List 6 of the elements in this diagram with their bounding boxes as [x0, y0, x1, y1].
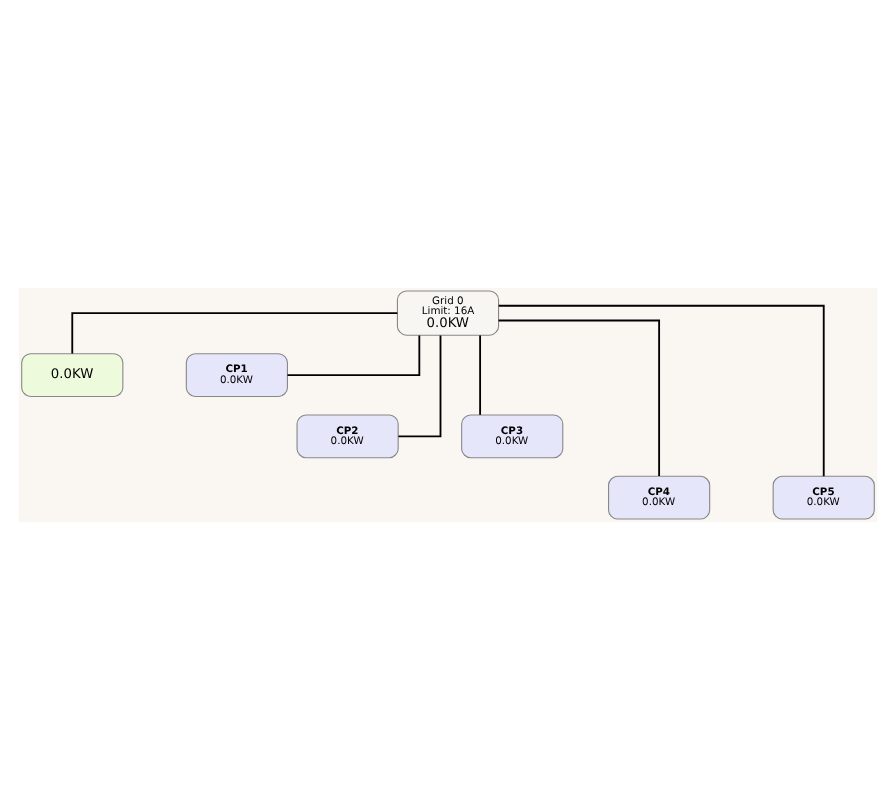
connector — [496, 304, 824, 478]
connector — [396, 334, 441, 438]
connector — [478, 334, 481, 416]
connector — [285, 334, 420, 377]
connector — [496, 319, 660, 477]
connector — [70, 312, 398, 355]
